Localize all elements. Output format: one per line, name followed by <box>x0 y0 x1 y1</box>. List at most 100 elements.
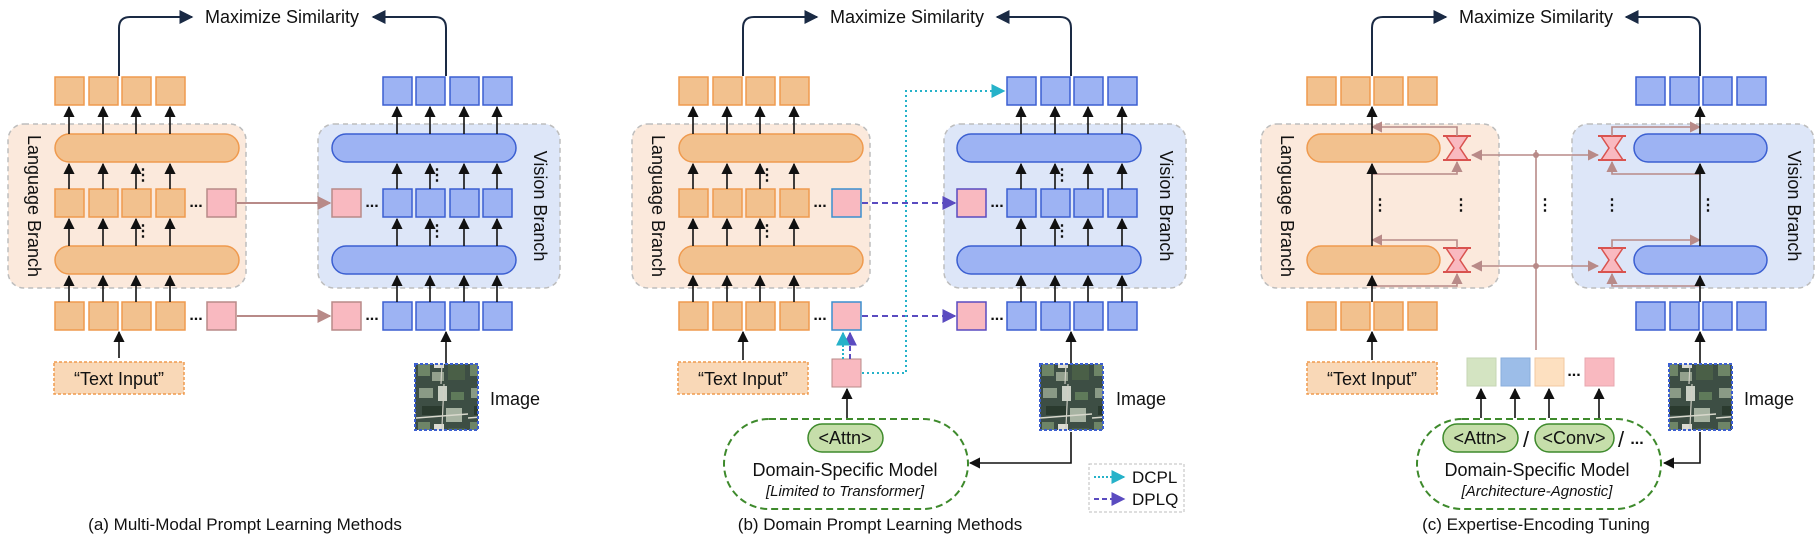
language-branch-label: Language Branch <box>24 135 44 277</box>
attn-module-pill <box>1442 423 1519 453</box>
text-input-box <box>677 361 809 395</box>
hourglass-adapter-icon <box>1598 135 1626 161</box>
vision-input-tokens <box>1635 301 1767 331</box>
text-input-box <box>53 361 185 395</box>
svg-text:/: / <box>1618 427 1625 452</box>
similarity-arrow-right <box>371 10 447 76</box>
vision-middle-tokens: ... <box>956 188 1138 218</box>
svg-text:...: ... <box>990 194 1003 211</box>
text-input-label: “Text Input” <box>698 369 788 389</box>
image-label: Image <box>1116 389 1166 409</box>
svg-text:...: ... <box>813 194 826 211</box>
maximize-similarity-label: Maximize Similarity <box>205 7 359 27</box>
panel-b-caption: (b) Domain Prompt Learning Methods <box>738 515 1022 534</box>
attn-module-label: <Attn> <box>818 428 871 448</box>
svg-text:⋮: ⋮ <box>1604 197 1620 214</box>
vision-output-tokens <box>1006 76 1138 106</box>
expertise-connections <box>1370 121 1702 350</box>
vision-encoder-layer-upper <box>1633 133 1768 163</box>
language-branch-label: Language Branch <box>1277 135 1297 277</box>
similarity-arrow-left <box>1371 10 1448 76</box>
svg-text:/: / <box>1523 427 1530 452</box>
svg-text:⋮: ⋮ <box>429 167 445 184</box>
vision-encoder-layer-lower <box>1633 245 1768 275</box>
svg-text:⋮: ⋮ <box>759 167 775 184</box>
similarity-arrow-right <box>1624 10 1701 76</box>
legend-dcpl-label: DCPL <box>1132 468 1177 487</box>
svg-text:⋮: ⋮ <box>1537 197 1553 214</box>
similarity-arrow-right <box>995 10 1072 76</box>
vision-branch-label: Vision Branch <box>1784 151 1804 262</box>
hourglass-adapter-icon <box>1443 135 1471 161</box>
image-to-model-arrow <box>1662 432 1701 469</box>
svg-text:...: ... <box>813 307 826 324</box>
language-middle-tokens: ... <box>678 188 862 218</box>
image-label: Image <box>490 389 540 409</box>
model-name: Domain-Specific Model <box>752 460 937 480</box>
vision-branch-label: Vision Branch <box>530 151 550 262</box>
language-flow-arrows <box>687 105 853 418</box>
vision-encoder-layer-lower <box>331 245 517 275</box>
panel-c: Maximize Similarity Language Branch Visi… <box>1260 7 1815 534</box>
panel-a-caption: (a) Multi-Modal Prompt Learning Methods <box>88 515 402 534</box>
language-branch-label: Language Branch <box>648 135 668 277</box>
hourglass-adapter-icon <box>1598 247 1626 273</box>
conv-module-label: <Conv> <box>1542 428 1605 448</box>
svg-text:...: ... <box>365 194 378 211</box>
svg-text:...: ... <box>365 307 378 324</box>
attn-module-pill <box>807 423 884 453</box>
image-label: Image <box>1744 389 1794 409</box>
language-output-tokens <box>54 76 186 106</box>
vision-flow-arrows <box>1015 105 1128 363</box>
domain-specific-model-box <box>1416 418 1662 510</box>
vision-encoder-layer-upper <box>956 133 1142 163</box>
legend-dplq-label: DPLQ <box>1132 490 1178 509</box>
svg-text:⋮: ⋮ <box>135 223 151 240</box>
svg-text:...: ... <box>990 307 1003 324</box>
svg-text:⋮: ⋮ <box>759 223 775 240</box>
language-encoder-layer-lower <box>1306 245 1441 275</box>
svg-text:...: ... <box>189 194 202 211</box>
svg-text:...: ... <box>1567 363 1580 380</box>
vision-input-tokens: ... <box>331 301 513 331</box>
legend-box <box>1088 463 1185 513</box>
vision-output-tokens <box>382 76 513 106</box>
svg-text:⋮: ⋮ <box>1372 197 1388 214</box>
language-input-tokens: ... <box>54 301 237 331</box>
satellite-image-icon <box>1039 363 1104 431</box>
satellite-image-icon <box>414 363 479 431</box>
panel-b: Maximize Similarity Language Branch Visi… <box>631 7 1187 534</box>
vision-input-tokens: ... <box>956 301 1138 331</box>
similarity-arrow-left <box>742 10 819 76</box>
language-encoder-layer-upper <box>54 133 240 163</box>
similarity-arrow-left <box>118 10 194 76</box>
conv-module-pill <box>1534 423 1615 453</box>
svg-text:⋮: ⋮ <box>1700 197 1716 214</box>
satellite-image-icon <box>1668 363 1733 431</box>
language-encoder-layer-lower <box>678 245 864 275</box>
expertise-token-arrows <box>1475 387 1605 418</box>
vision-flow-arrows <box>391 105 503 363</box>
svg-text:⋮: ⋮ <box>1453 197 1469 214</box>
domain-prompt-token <box>831 358 862 388</box>
language-flow-arrows <box>63 105 176 358</box>
text-input-label: “Text Input” <box>1327 369 1417 389</box>
panel-a: Maximize Similarity Language Branch Visi… <box>7 7 561 534</box>
svg-text:⋮: ⋮ <box>429 223 445 240</box>
image-to-model-arrow <box>968 432 1072 469</box>
vision-encoder-layer-lower <box>956 245 1142 275</box>
model-note: [Limited to Transformer] <box>765 483 925 500</box>
language-input-tokens: ... <box>678 301 862 331</box>
panel-c-caption: (c) Expertise-Encoding Tuning <box>1422 515 1650 534</box>
model-note: [Architecture-Agnostic] <box>1461 483 1614 500</box>
attn-module-label: <Attn> <box>1453 428 1506 448</box>
dcpl-arrow-to-output <box>862 84 1006 374</box>
vision-encoder-layer-upper <box>331 133 517 163</box>
model-name: Domain-Specific Model <box>1444 460 1629 480</box>
language-encoder-layer-upper <box>1306 133 1441 163</box>
language-output-tokens <box>1306 76 1438 106</box>
language-output-tokens <box>678 76 810 106</box>
language-middle-tokens: ... <box>54 188 237 218</box>
svg-text:⋮: ⋮ <box>135 167 151 184</box>
